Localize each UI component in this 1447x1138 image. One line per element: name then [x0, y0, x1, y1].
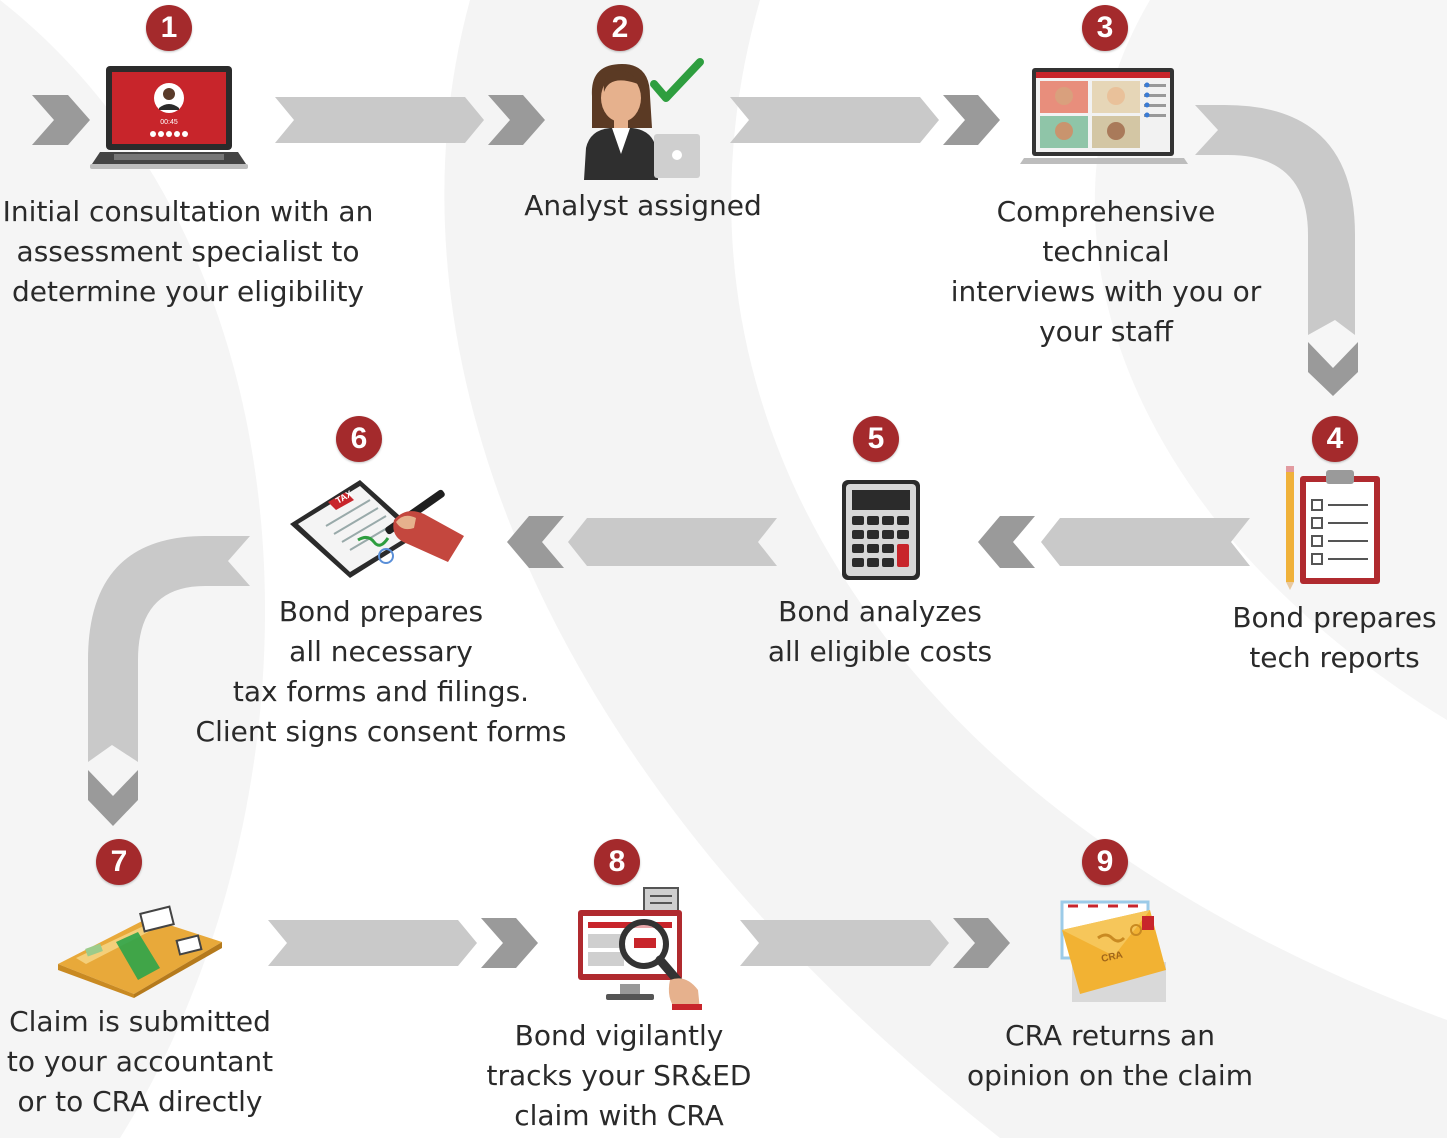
- analyst-checkmark-icon: [584, 58, 704, 180]
- arrow-3-to-4: [1195, 105, 1358, 396]
- step-1-badge: 1: [146, 5, 192, 51]
- step-6-badge: 6: [336, 416, 382, 462]
- step-8-label: Bond vigilantly tracks your SR&ED claim …: [486, 1019, 752, 1132]
- step-5-label: Bond analyzes all eligible costs: [767, 595, 993, 668]
- tax-form-signing-icon: TAX: [290, 480, 464, 578]
- step-4-label: Bond prepares tech reports: [1232, 601, 1437, 674]
- step-2-label: Analyst assigned: [524, 189, 762, 222]
- arrow-4-to-5: [978, 516, 1250, 568]
- arrow-6-to-7: [88, 536, 250, 826]
- step-3-badge: 3: [1082, 5, 1128, 51]
- step-9-badge: 9: [1082, 839, 1128, 885]
- step-1-label: Initial consultation with an assessment …: [2, 195, 374, 308]
- package-icon: [58, 905, 222, 998]
- envelope-letter-icon: CRA: [1060, 900, 1166, 1002]
- step-5-badge: 5: [853, 416, 899, 462]
- monitor-magnifier-icon: [578, 887, 702, 1010]
- arrow-2-to-3: [730, 95, 1000, 145]
- arrow-8-to-9: [740, 918, 1010, 968]
- step-2-badge: 2: [597, 5, 643, 51]
- envelope-label: CRA: [1100, 950, 1123, 965]
- step-9-label: CRA returns an opinion on the claim: [966, 1019, 1253, 1092]
- laptop-video-call-icon: 00:45: [90, 66, 248, 169]
- arrow-7-to-8: [268, 918, 538, 968]
- step-7-label: Claim is submitted to your accountant or…: [6, 1005, 274, 1118]
- step-3-label: Comprehensive technical interviews with …: [950, 195, 1262, 348]
- calculator-icon: [842, 480, 920, 580]
- arrow-entry: [32, 95, 90, 145]
- step-6-label: Bond prepares all necessary tax forms an…: [195, 595, 567, 748]
- step-7-badge: 7: [96, 839, 142, 885]
- video-conference-laptop-icon: [1020, 68, 1188, 164]
- call-timer: 00:45: [160, 119, 178, 126]
- step-8-badge: 8: [594, 839, 640, 885]
- arrow-1-to-2: [275, 95, 545, 145]
- clipboard-checklist-icon: [1286, 466, 1380, 590]
- arrow-5-to-6: [507, 516, 777, 568]
- step-4-badge: 4: [1312, 416, 1358, 462]
